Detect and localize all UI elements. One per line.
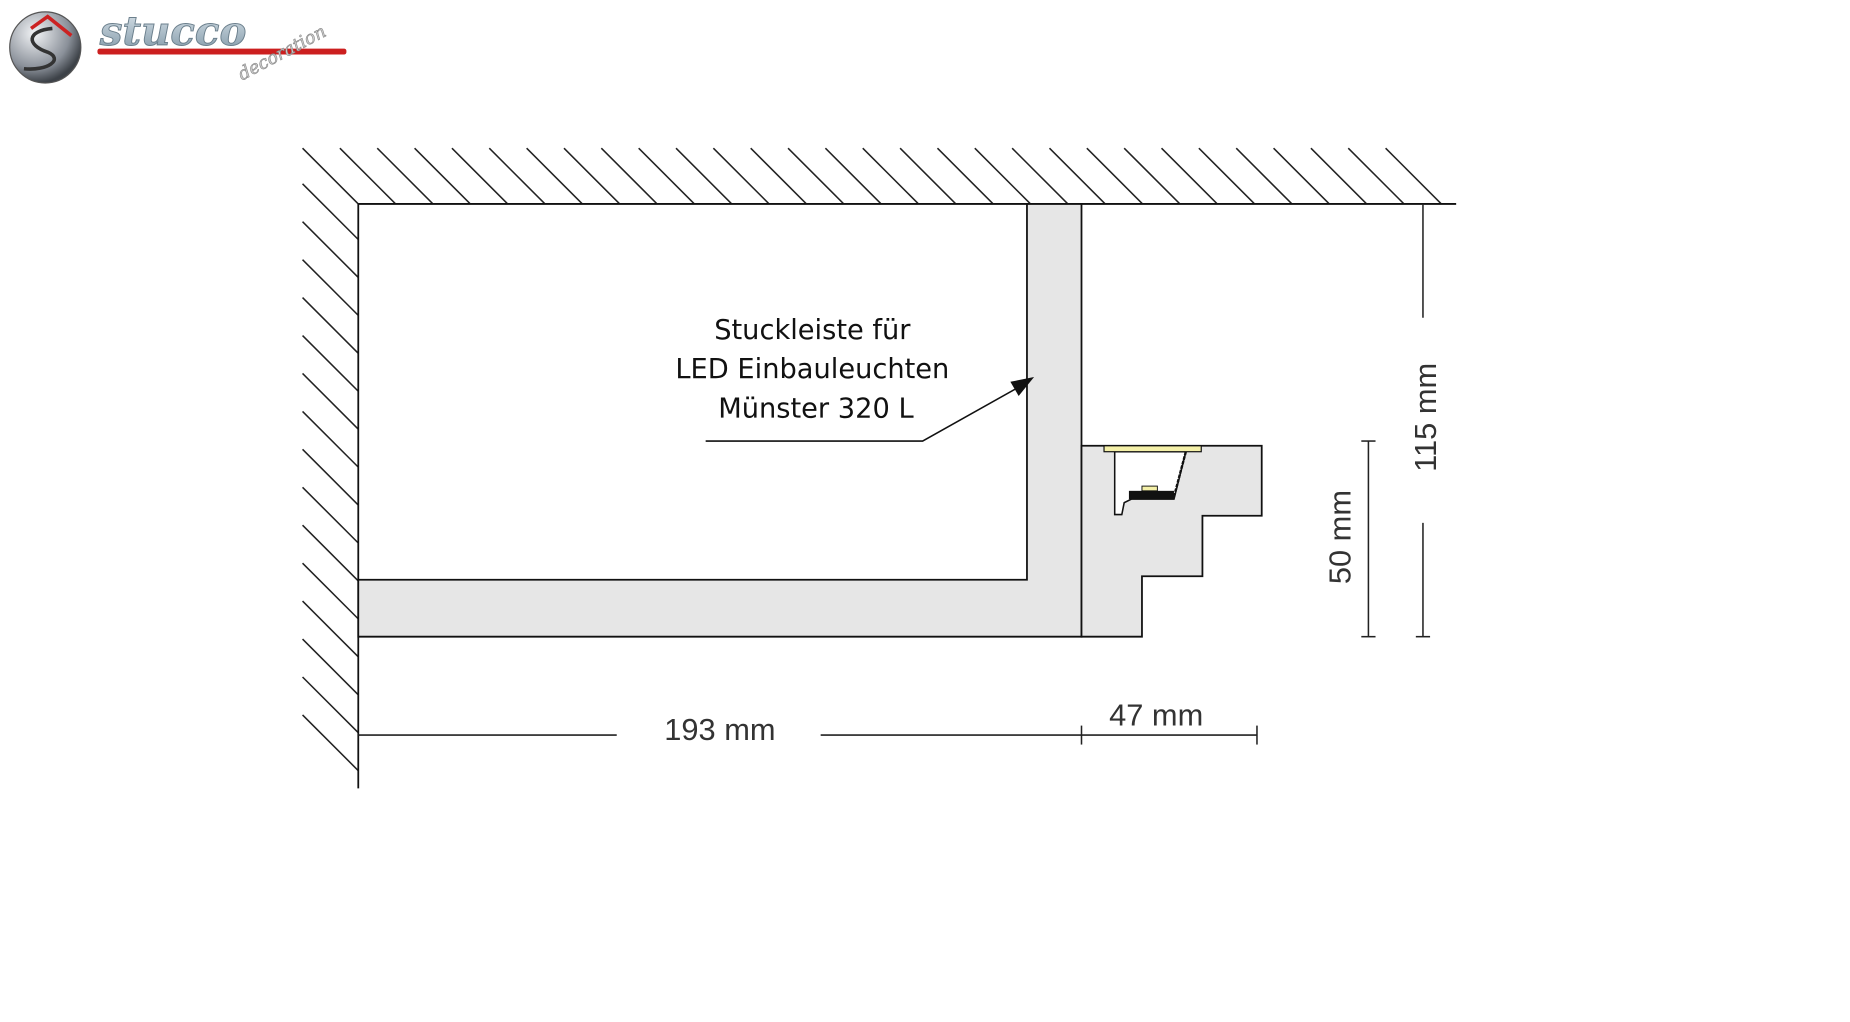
hatch-line bbox=[302, 221, 359, 278]
hatch-line bbox=[302, 448, 359, 506]
dim-height-total: 115 mm bbox=[1408, 363, 1443, 472]
hatch-line bbox=[526, 147, 583, 205]
hatch-line bbox=[376, 147, 434, 205]
hatch-line bbox=[1273, 147, 1330, 205]
hatch-line bbox=[1198, 147, 1256, 205]
hatch-line bbox=[974, 147, 1032, 205]
dim-height-profile: 50 mm bbox=[1323, 490, 1358, 584]
hatch-line bbox=[1385, 147, 1442, 205]
hatch-line bbox=[302, 259, 359, 316]
hatch-line bbox=[302, 676, 359, 734]
hatch-line bbox=[488, 147, 546, 205]
led-lens bbox=[1103, 445, 1202, 453]
hatch-line bbox=[302, 297, 359, 354]
hatch-line bbox=[302, 600, 359, 658]
hatch-line bbox=[302, 714, 359, 772]
hatch-line bbox=[1310, 147, 1368, 205]
hatch-line bbox=[787, 147, 845, 205]
led-board bbox=[1128, 490, 1174, 500]
logo-brand: stucco bbox=[99, 7, 247, 55]
led-fixture bbox=[1103, 445, 1202, 516]
hatch-line bbox=[414, 147, 471, 205]
hatch-line bbox=[712, 147, 770, 205]
hatch-line bbox=[675, 147, 733, 205]
dimension-lines bbox=[358, 203, 1431, 745]
hatch-line bbox=[339, 147, 397, 205]
ceiling-wall-hatching bbox=[302, 147, 1442, 772]
hatch-line bbox=[302, 334, 359, 392]
hatch-line bbox=[1011, 147, 1069, 205]
hatch-line bbox=[750, 147, 807, 205]
label-line-1: Stuckleiste für bbox=[714, 315, 911, 346]
hatch-line bbox=[302, 372, 359, 430]
hatch-line bbox=[824, 147, 882, 205]
hatch-line bbox=[302, 410, 359, 468]
dim-width-total: 193 mm bbox=[664, 712, 775, 747]
dim-width-profile: 47 mm bbox=[1109, 698, 1203, 733]
product-label: Stuckleiste für LED Einbauleuchten Münst… bbox=[675, 315, 1035, 442]
hatch-line bbox=[302, 638, 359, 696]
hatch-line bbox=[302, 486, 359, 544]
label-line-3: Münster 320 L bbox=[718, 393, 914, 424]
hatch-line bbox=[302, 562, 359, 620]
logo: stucco decoration bbox=[9, 7, 347, 85]
hatch-line bbox=[302, 524, 359, 582]
hatch-line bbox=[936, 147, 994, 205]
hatch-line bbox=[600, 147, 658, 205]
hatch-line bbox=[563, 147, 621, 205]
hatch-line bbox=[1160, 147, 1218, 205]
hatch-line bbox=[1235, 147, 1293, 205]
label-line-2: LED Einbauleuchten bbox=[675, 354, 949, 385]
hatch-line bbox=[302, 147, 359, 205]
logo-emblem bbox=[9, 11, 82, 84]
hatch-line bbox=[899, 147, 957, 205]
leader-line bbox=[705, 385, 1021, 442]
hatch-line bbox=[451, 147, 509, 205]
led-chip bbox=[1141, 485, 1158, 492]
hatch-line bbox=[638, 147, 695, 205]
hatch-line bbox=[302, 183, 359, 241]
arrow-head-icon bbox=[1010, 377, 1035, 396]
logo-bar bbox=[97, 48, 347, 55]
hatch-line bbox=[1048, 147, 1106, 205]
hatch-line bbox=[1347, 147, 1405, 205]
hatch-line bbox=[862, 147, 920, 205]
profile-l-section bbox=[357, 203, 1083, 638]
hatch-line bbox=[1086, 147, 1144, 205]
hatch-line bbox=[1123, 147, 1181, 205]
